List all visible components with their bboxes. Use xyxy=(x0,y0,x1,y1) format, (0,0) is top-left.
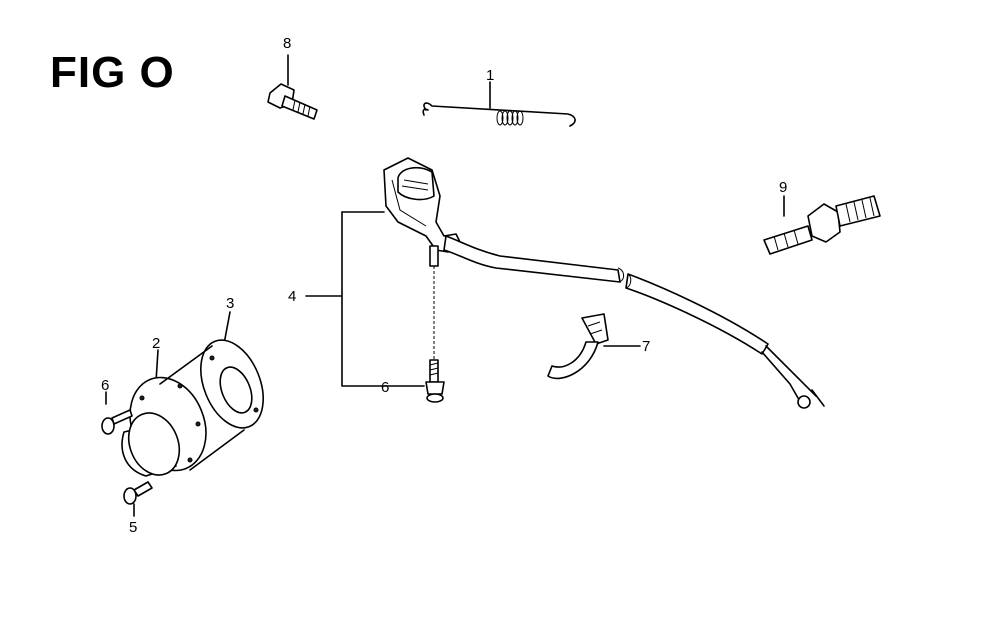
callout-1: 1 xyxy=(486,67,494,84)
screw-left-lower xyxy=(123,481,153,517)
callout-5: 5 xyxy=(129,519,137,536)
callout-7: 7 xyxy=(642,338,650,355)
callout-8: 8 xyxy=(283,35,291,52)
governor-spring-rod xyxy=(422,81,576,127)
oil-level-sensor xyxy=(763,195,881,255)
callout-4: 4 xyxy=(288,288,296,305)
switch-cover xyxy=(121,345,245,477)
callout-9: 9 xyxy=(779,179,787,196)
leader-line-4-bracket xyxy=(341,211,425,387)
leader-line-3 xyxy=(223,311,231,345)
callout-2: 2 xyxy=(152,335,160,352)
wire-clamp xyxy=(547,313,641,380)
leader-line-2 xyxy=(155,349,159,383)
stop-switch-assembly xyxy=(305,157,825,409)
flange-bolt xyxy=(267,54,318,120)
screw-left-upper xyxy=(101,391,133,435)
callout-3: 3 xyxy=(226,295,234,312)
gasket xyxy=(200,311,264,429)
screw-center xyxy=(425,359,445,403)
figure-title: FIG O xyxy=(50,48,175,97)
callout-6-left: 6 xyxy=(101,377,109,394)
callout-6-center: 6 xyxy=(381,379,389,396)
